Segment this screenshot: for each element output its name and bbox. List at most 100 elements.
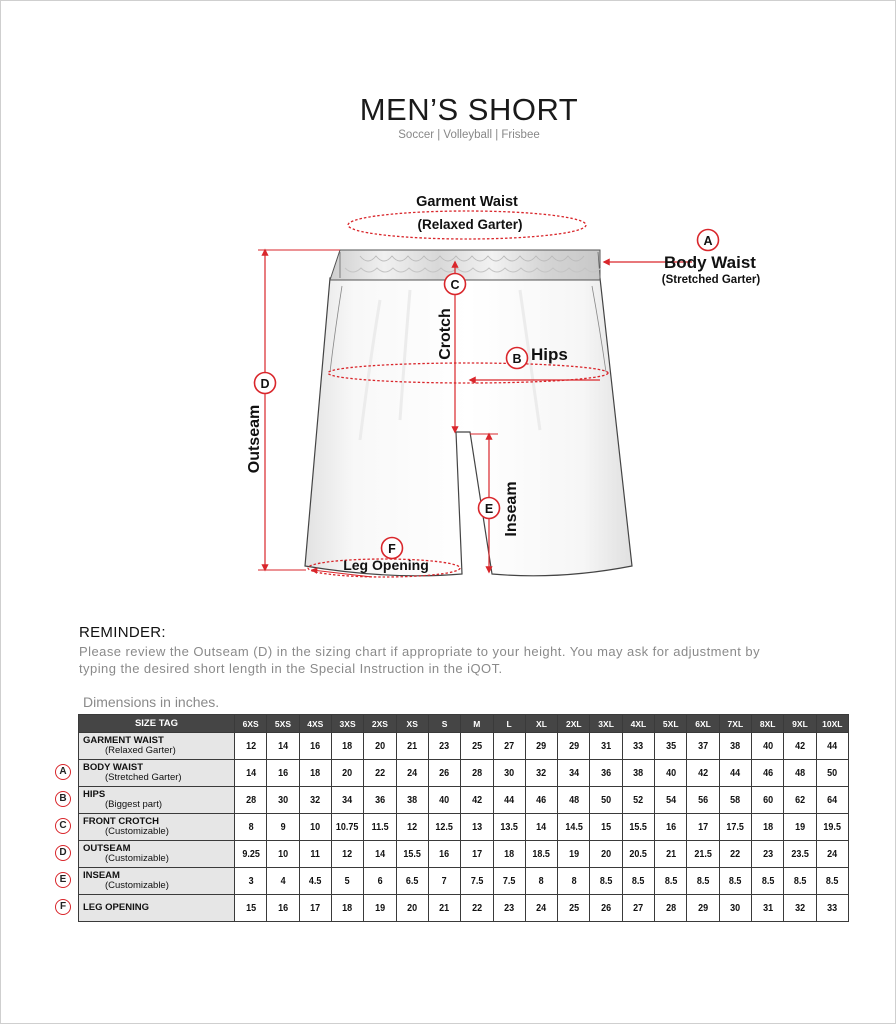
size-value: 14 — [235, 759, 266, 787]
size-value: 12 — [332, 840, 363, 868]
measurement-note: (Customizable) — [105, 826, 169, 837]
size-value: 24 — [817, 840, 848, 868]
measurement-note: (Customizable) — [105, 853, 169, 864]
size-value: 37 — [688, 732, 719, 760]
size-value: 18.5 — [526, 840, 557, 868]
size-value: 28 — [655, 894, 686, 922]
measurement-label: FRONT CROTCH(Customizable) — [78, 813, 235, 841]
size-value: 15.5 — [397, 840, 428, 868]
size-value: 22 — [720, 840, 751, 868]
size-value: 40 — [655, 759, 686, 787]
size-value: 8.5 — [655, 867, 686, 895]
size-value: 14 — [364, 840, 395, 868]
size-header-2xs: 2XS — [363, 714, 397, 733]
size-value: 38 — [623, 759, 654, 787]
size-value: 18 — [494, 840, 525, 868]
size-value: 18 — [752, 813, 783, 841]
measurement-name: GARMENT WAIST — [83, 735, 164, 746]
size-value: 23 — [494, 894, 525, 922]
size-value: 27 — [623, 894, 654, 922]
size-value: 4.5 — [300, 867, 331, 895]
size-header-xl: XL — [524, 714, 559, 733]
size-value: 15.5 — [623, 813, 654, 841]
size-value: 23.5 — [784, 840, 815, 868]
size-value: 27 — [494, 732, 525, 760]
size-value: 21 — [655, 840, 686, 868]
size-value: 12 — [235, 732, 266, 760]
size-value: 26 — [429, 759, 460, 787]
size-value: 16 — [267, 894, 298, 922]
size-header-m: M — [460, 714, 494, 733]
size-value: 11.5 — [364, 813, 395, 841]
size-value: 14.5 — [558, 813, 589, 841]
size-value: 44 — [817, 732, 848, 760]
size-value: 7.5 — [461, 867, 492, 895]
size-value: 5 — [332, 867, 363, 895]
size-value: 30 — [720, 894, 751, 922]
size-value: 38 — [397, 786, 428, 814]
size-value: 16 — [267, 759, 298, 787]
shorts-diagram: Garment Waist (Relaxed Garter) A Body Wa… — [246, 194, 760, 578]
size-value: 30 — [494, 759, 525, 787]
size-value: 52 — [623, 786, 654, 814]
measurement-name: OUTSEAM — [83, 843, 131, 854]
size-value: 32 — [784, 894, 815, 922]
size-value: 18 — [300, 759, 331, 787]
size-value: 34 — [332, 786, 363, 814]
size-value: 6 — [364, 867, 395, 895]
size-value: 17 — [688, 813, 719, 841]
measurement-label: BODY WAIST(Stretched Garter) — [78, 759, 235, 787]
crotch-label: Crotch — [437, 308, 454, 360]
size-value: 40 — [429, 786, 460, 814]
size-value: 17.5 — [720, 813, 751, 841]
size-header-10xl: 10XL — [815, 714, 850, 733]
size-value: 28 — [461, 759, 492, 787]
size-value: 20 — [332, 759, 363, 787]
size-value: 20 — [364, 732, 395, 760]
row-badge-b: B — [55, 791, 71, 807]
size-value: 30 — [267, 786, 298, 814]
size-header-6xl: 6XL — [686, 714, 720, 733]
size-value: 23 — [429, 732, 460, 760]
size-value: 54 — [655, 786, 686, 814]
size-value: 8 — [526, 867, 557, 895]
size-value: 19 — [364, 894, 395, 922]
badge-f-label: F — [388, 542, 396, 556]
size-value: 24 — [397, 759, 428, 787]
measurement-label: INSEAM(Customizable) — [78, 867, 235, 895]
size-value: 46 — [526, 786, 557, 814]
badge-c-icon — [443, 272, 467, 296]
page-subtitle: Soccer | Volleyball | Frisbee — [398, 129, 540, 141]
size-value: 32 — [526, 759, 557, 787]
size-value: 38 — [720, 732, 751, 760]
size-value: 16 — [655, 813, 686, 841]
size-value: 19 — [558, 840, 589, 868]
measurement-label: GARMENT WAIST(Relaxed Garter) — [78, 732, 235, 760]
size-value: 12.5 — [429, 813, 460, 841]
size-value: 21.5 — [688, 840, 719, 868]
size-value: 42 — [461, 786, 492, 814]
measurement-name: BODY WAIST — [83, 762, 143, 773]
size-value: 19 — [784, 813, 815, 841]
size-value: 29 — [526, 732, 557, 760]
size-value: 33 — [623, 732, 654, 760]
badge-b-icon — [505, 346, 529, 370]
size-value: 8 — [235, 813, 266, 841]
size-value: 7 — [429, 867, 460, 895]
measurement-name: HIPS — [83, 789, 106, 800]
size-value: 25 — [558, 894, 589, 922]
size-value: 62 — [784, 786, 815, 814]
outseam-label: Outseam — [246, 405, 263, 473]
size-value: 9 — [267, 813, 298, 841]
size-value: 48 — [784, 759, 815, 787]
size-value: 18 — [332, 894, 363, 922]
measurement-name: LEG OPENING — [83, 902, 149, 913]
size-value: 8.5 — [623, 867, 654, 895]
size-value: 3 — [235, 867, 266, 895]
size-value: 35 — [655, 732, 686, 760]
measurement-note: (Relaxed Garter) — [105, 745, 176, 756]
inseam-label: Inseam — [503, 481, 520, 536]
